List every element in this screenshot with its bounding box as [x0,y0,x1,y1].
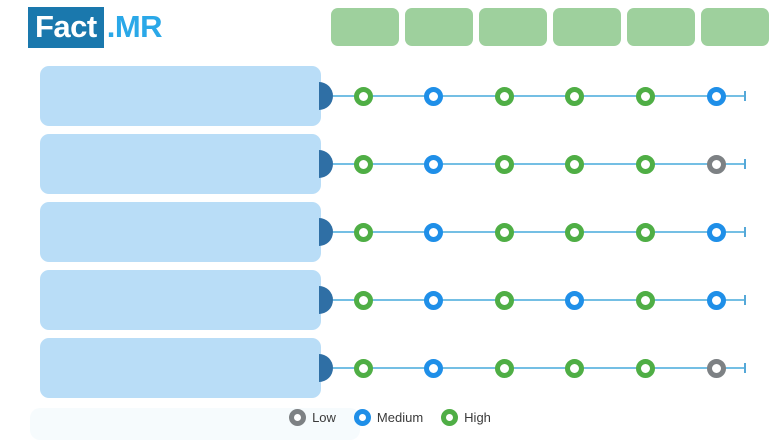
legend-label: High [464,410,491,425]
timeline-end-tick [744,295,746,305]
timeline-marker-high[interactable] [353,290,373,310]
header-chip[interactable] [627,8,695,46]
legend-marker-high-icon [441,409,459,426]
timeline-marker-medium[interactable] [706,222,726,242]
row-label-bar[interactable] [40,134,321,194]
brand-logo-mark: Fact [28,6,104,48]
timeline-marker-high[interactable] [635,154,655,174]
timeline-row [0,134,780,194]
row-bar-cap [319,354,333,382]
brand-logo: Fact .MR [28,6,163,48]
timeline-marker-high[interactable] [353,86,373,106]
header-chip[interactable] [479,8,547,46]
timeline-marker-high[interactable] [353,222,373,242]
timeline-marker-medium[interactable] [424,358,444,378]
legend-item-high[interactable]: High [441,409,491,426]
timeline-axis-line [333,367,746,369]
timeline-row [0,270,780,330]
timeline-marker-high[interactable] [565,86,585,106]
legend-item-medium[interactable]: Medium [353,409,424,426]
timeline-marker-medium[interactable] [424,154,444,174]
timeline-marker-medium[interactable] [424,86,444,106]
timeline-marker-high[interactable] [494,86,514,106]
legend-item-low[interactable]: Low [289,409,336,426]
timeline-marker-high[interactable] [635,222,655,242]
brand-logo-suffix: .MR [106,8,163,44]
timeline-marker-high[interactable] [353,154,373,174]
legend-label: Low [312,410,336,425]
row-timeline-axis [333,222,746,242]
row-label-bar[interactable] [40,66,321,126]
timeline-marker-high[interactable] [565,154,585,174]
header-chip[interactable] [405,8,473,46]
timeline-marker-high[interactable] [494,358,514,378]
chart-legend: Low Medium High [0,409,780,426]
timeline-row [0,338,780,398]
row-timeline-axis [333,358,746,378]
timeline-end-tick [744,227,746,237]
row-timeline-axis [333,154,746,174]
timeline-marker-high[interactable] [635,86,655,106]
timeline-marker-medium[interactable] [565,290,585,310]
row-bar-cap [319,218,333,246]
timeline-marker-medium[interactable] [706,290,726,310]
legend-marker-medium-icon [353,409,371,426]
timeline-marker-high[interactable] [494,222,514,242]
timeline-marker-low[interactable] [706,358,726,378]
legend-label: Medium [376,410,424,425]
timeline-marker-high[interactable] [494,154,514,174]
row-label-bar[interactable] [40,270,321,330]
row-timeline-axis [333,290,746,310]
header-chip[interactable] [553,8,621,46]
row-timeline-axis [333,86,746,106]
header-chip-row [331,8,769,46]
timeline-marker-low[interactable] [706,154,726,174]
timeline-axis-line [333,163,746,165]
timeline-marker-high[interactable] [565,222,585,242]
timeline-axis-line [333,95,746,97]
header-chip[interactable] [331,8,399,46]
timeline-marker-high[interactable] [635,358,655,378]
legend-marker-low-icon [289,409,307,426]
timeline-marker-medium[interactable] [706,86,726,106]
timeline-marker-high[interactable] [494,290,514,310]
timeline-marker-high[interactable] [353,358,373,378]
timeline-marker-high[interactable] [635,290,655,310]
timeline-row [0,66,780,126]
timeline-end-tick [744,363,746,373]
timeline-axis-line [333,231,746,233]
row-bar-cap [319,82,333,110]
timeline-marker-high[interactable] [565,358,585,378]
timeline-end-tick [744,91,746,101]
timeline-row [0,202,780,262]
header-chip[interactable] [701,8,769,46]
timeline-axis-line [333,299,746,301]
row-bar-cap [319,286,333,314]
timeline-marker-medium[interactable] [424,290,444,310]
timeline-end-tick [744,159,746,169]
row-label-bar[interactable] [40,202,321,262]
row-bar-cap [319,150,333,178]
timeline-marker-medium[interactable] [424,222,444,242]
row-label-bar[interactable] [40,338,321,398]
